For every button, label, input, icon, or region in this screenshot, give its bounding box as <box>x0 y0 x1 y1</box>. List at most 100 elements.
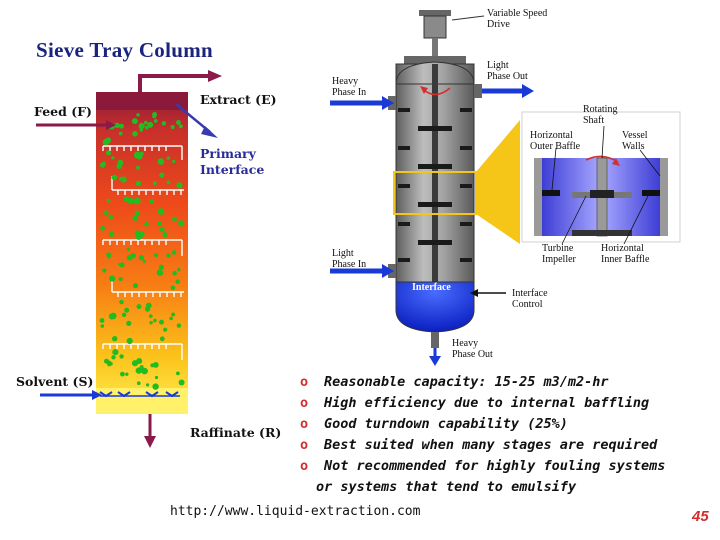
droplet <box>159 172 165 178</box>
variable-speed-drive-label: Variable Speed Drive <box>487 8 547 30</box>
bullet-marker: o <box>300 416 309 432</box>
heavy-in-arrow <box>382 96 394 110</box>
droplet <box>114 122 120 128</box>
sieve-trays <box>102 145 184 360</box>
interface-region <box>395 281 475 333</box>
droplet <box>170 285 176 291</box>
vessel-walls-label: Vessel Walls <box>622 130 648 152</box>
droplet <box>119 123 124 129</box>
droplet <box>118 262 122 267</box>
droplet <box>169 316 173 321</box>
droplet <box>118 277 123 282</box>
bullet-text: Reasonable capacity: 15-25 m3/m2-hr <box>324 374 609 390</box>
hob-line1: Horizontal <box>530 130 573 141</box>
droplet <box>137 381 141 386</box>
droplet <box>144 221 149 227</box>
bullet-marker: o <box>300 458 309 474</box>
bullet-continuation: or systems that tend to emulsify <box>316 479 577 495</box>
droplet <box>105 150 112 156</box>
vw-line1: Vessel <box>622 130 648 141</box>
vsd-line2: Drive <box>487 19 510 30</box>
solvent-arrow <box>92 390 102 400</box>
droplet <box>177 267 181 272</box>
droplet <box>106 139 111 144</box>
column-top-band <box>96 92 188 110</box>
droplet <box>157 158 165 165</box>
vw-line2: Walls <box>622 141 645 152</box>
droplet <box>179 222 184 227</box>
droplet <box>152 383 159 390</box>
droplet <box>154 375 159 380</box>
source-url[interactable]: http://www.liquid-extraction.com <box>170 504 421 519</box>
light-in-arrow <box>382 264 394 278</box>
droplet <box>159 226 165 232</box>
droplet <box>125 372 129 376</box>
droplet <box>138 255 145 261</box>
heavy-phase-out-label: Heavy Phase Out <box>452 338 493 360</box>
hpo-line2: Phase Out <box>452 349 493 360</box>
extract-arrow <box>208 70 222 82</box>
bullet-item: o Good turndown capability (25%) <box>300 414 665 435</box>
droplet <box>157 221 162 226</box>
bullet-text: High efficiency due to internal baffling <box>324 395 650 411</box>
droplet <box>111 174 118 181</box>
droplet <box>158 264 164 270</box>
droplet <box>126 254 133 261</box>
interface-label: Interface <box>412 282 451 293</box>
droplet <box>133 197 141 205</box>
droplet <box>136 165 141 170</box>
droplet <box>175 279 180 285</box>
droplet <box>147 121 154 128</box>
droplet <box>153 318 157 323</box>
droplet <box>146 383 150 387</box>
droplet <box>111 355 116 360</box>
droplet <box>108 214 113 220</box>
droplet <box>135 367 142 374</box>
turbine-impeller-label: Turbine Impeller <box>542 243 576 265</box>
sieve-tray-column <box>96 92 188 414</box>
droplet <box>118 131 123 136</box>
droplet <box>144 125 149 130</box>
droplet <box>161 121 166 126</box>
hpo-line1: Heavy <box>452 338 479 349</box>
left-arrows <box>36 70 222 448</box>
droplet <box>172 216 177 222</box>
droplet <box>149 321 153 325</box>
droplet <box>176 182 183 189</box>
droplet <box>162 232 168 238</box>
droplet <box>132 283 138 289</box>
ic-line1: Interface <box>512 288 548 299</box>
bullet-marker: o <box>300 395 309 411</box>
horizontal-inner-baffle-label: Horizontal Inner Baffle <box>601 243 649 265</box>
droplet <box>126 247 131 251</box>
droplet <box>123 196 129 202</box>
hib-line1: Horizontal <box>601 243 644 254</box>
droplet <box>110 312 117 320</box>
droplet <box>166 156 171 160</box>
variable-speed-drive <box>423 15 447 39</box>
primary-interface-line1: Primary <box>200 146 256 161</box>
droplet <box>107 254 111 259</box>
droplet <box>127 197 134 205</box>
rs-line1: Rotating <box>583 104 618 115</box>
zoom-projection <box>476 120 520 244</box>
droplet <box>119 299 124 305</box>
rotating-shaft-line <box>432 64 438 284</box>
primary-interface-label: Primary Interface <box>200 146 264 178</box>
feed-label: Feed (F) <box>34 104 92 119</box>
extract-label: Extract (E) <box>200 92 277 107</box>
droplet <box>178 124 183 129</box>
droplet <box>124 307 130 313</box>
page-number: 45 <box>692 508 709 525</box>
droplet <box>135 180 142 187</box>
primary-interface-line2: Interface <box>200 162 265 177</box>
hob-line2: Outer Baffle <box>530 141 581 152</box>
droplet <box>176 371 180 376</box>
raffinate-label: Raffinate (R) <box>190 425 282 440</box>
rs-line2: Shaft <box>583 115 605 126</box>
bullet-text: Good turndown capability (25%) <box>324 416 568 432</box>
